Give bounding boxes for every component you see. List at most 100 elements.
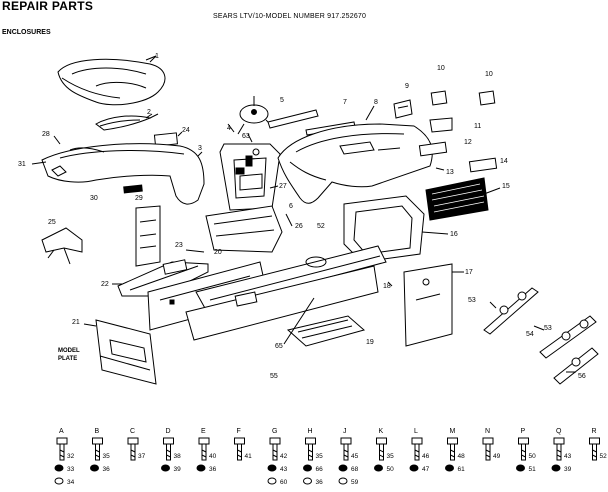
callout-3: 3 [198, 145, 202, 152]
model-plate-label: MODEL PLATE [58, 348, 80, 362]
callout-2: 2 [147, 109, 151, 116]
callout-22: 22 [101, 281, 109, 288]
hardware-part-number: 37 [138, 453, 146, 460]
bolt-head-icon [411, 437, 423, 445]
hardware-item-n: N 49 [482, 428, 501, 461]
callout-9: 9 [405, 83, 409, 90]
console-base-part [205, 205, 283, 253]
callout-28: 28 [42, 131, 50, 138]
washer-icon [303, 464, 312, 472]
hardware-part-number: 61 [458, 466, 466, 473]
bolt-head-icon [482, 437, 494, 445]
hardware-part-number: 35 [103, 453, 111, 460]
bolt-head-icon [127, 437, 139, 445]
washer-icon [196, 464, 206, 472]
bolt-head-icon [589, 437, 600, 445]
hardware-part-number: 46 [422, 453, 430, 460]
hood-decal-part [468, 157, 498, 173]
washer-icon [161, 464, 170, 472]
callout-19: 19 [366, 339, 374, 346]
hardware-part-number: 32 [67, 453, 75, 460]
hardware-letter: D [166, 428, 171, 435]
callout-55: 55 [270, 373, 278, 380]
hardware-part-number: 38 [174, 453, 182, 460]
washer-icon [54, 477, 64, 485]
thread-mark [308, 454, 313, 458]
hardware-letter: P [521, 428, 526, 435]
grille-frame-part [343, 195, 425, 263]
thread-mark [272, 454, 278, 458]
hardware-part-number: 43 [280, 466, 288, 473]
hardware-part-number: 36 [209, 466, 217, 473]
hardware-letter: G [272, 428, 277, 435]
hardware-letter: A [59, 428, 64, 435]
callout-21: 21 [72, 319, 80, 326]
washer-icon [338, 477, 348, 485]
bolt-head-icon [234, 437, 245, 445]
hardware-letter: N [485, 428, 490, 435]
thread-mark [556, 449, 562, 453]
bolt-head-icon [447, 437, 458, 445]
thread-mark [237, 449, 242, 453]
hardware-part-number: 35 [316, 453, 324, 460]
seat-spring-part [95, 113, 159, 131]
hardware-part-number: 36 [103, 466, 111, 473]
callout-18: 18 [383, 283, 391, 290]
callout-20-upper: 20 [214, 249, 222, 256]
callout-15: 15 [502, 183, 510, 190]
model-plate-line1: MODEL [58, 348, 80, 354]
hardware-part-number: 39 [174, 466, 182, 473]
callout-27: 27 [279, 183, 287, 190]
front-panel-part [403, 263, 453, 347]
callout-17: 17 [465, 269, 473, 276]
hardware-part-number: 50 [387, 466, 395, 473]
hardware-letter: E [201, 428, 206, 435]
hardware-letter: J [343, 428, 347, 435]
headlight-part [430, 90, 496, 106]
page-title: REPAIR PARTS [2, 0, 94, 13]
hardware-part-number: 49 [493, 453, 501, 460]
model-plate-line2: PLATE [58, 356, 77, 362]
leader-lines [31, 55, 576, 373]
hardware-item-d: D 38 39 [161, 428, 182, 473]
washer-icon [303, 477, 312, 485]
callout-52: 52 [317, 223, 325, 230]
washer-icon [445, 464, 454, 472]
hardware-part-number: 68 [351, 466, 359, 473]
callout-numbers: 1 2 3 4 5 6 7 8 9 10 10 11 12 13 14 15 1… [18, 53, 586, 380]
thread-mark [450, 449, 455, 453]
callout-10-b: 10 [485, 71, 493, 78]
thread-mark [95, 454, 100, 458]
hardware-letter: K [379, 428, 384, 435]
callout-6: 6 [289, 203, 293, 210]
callout-10-a: 10 [437, 65, 445, 72]
hood-decal-part [418, 141, 448, 157]
washer-icon [409, 464, 419, 472]
callout-53-a: 53 [468, 297, 476, 304]
section-label: ENCLOSURES [2, 29, 51, 36]
floor-plate-part [117, 259, 209, 297]
thread-mark [308, 449, 313, 453]
hardware-letter: H [308, 428, 313, 435]
bolt-head-icon [198, 437, 210, 445]
axle-rod-part [553, 347, 599, 385]
thread-mark [130, 454, 136, 458]
model-number-line: SEARS LTV/10-MODEL NUMBER 917.252670 [213, 13, 367, 20]
fender-part [41, 143, 205, 205]
washer-icon [374, 464, 383, 472]
callout-30: 30 [90, 195, 98, 202]
callout-11: 11 [474, 123, 481, 130]
hardware-row: A323334B3536C37D3839E4036F41G424360H3566… [54, 428, 607, 486]
axle-rod-part [539, 315, 597, 359]
hardware-part-number: 48 [458, 453, 466, 460]
thread-mark [521, 449, 526, 453]
thread-mark [130, 449, 136, 453]
